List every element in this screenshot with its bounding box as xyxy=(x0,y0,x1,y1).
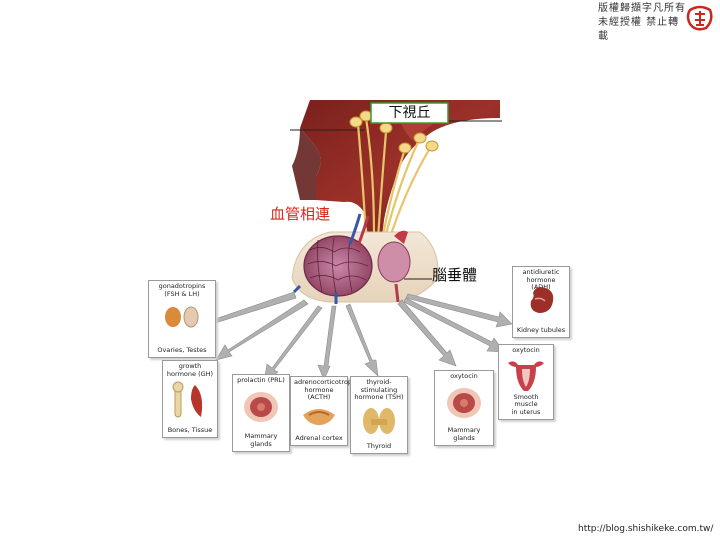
hypothalamus-label: 下視丘 xyxy=(388,105,431,121)
kidney-icon xyxy=(530,287,554,313)
card-title-line: prolactin (PRL) xyxy=(237,376,285,384)
arrow-to-adh xyxy=(405,293,513,328)
card-foot-line: Smooth muscle xyxy=(513,392,539,408)
card-title: thyroid- stimulating hormone (TSH) xyxy=(354,378,404,402)
hypothalamus-label-box xyxy=(370,102,449,124)
ovaries-testes-icon xyxy=(165,306,199,328)
card-title-line: hormone (ADH) xyxy=(526,275,556,291)
card-title: oxytocin xyxy=(438,372,490,381)
bone-muscle-icon xyxy=(172,381,203,418)
card-target-label: Mammary glands xyxy=(438,426,490,442)
card-foot-line: Mammary xyxy=(447,426,481,434)
card-title-line: gonadotropins xyxy=(158,282,206,290)
card-title-line: hormone (ACTH) xyxy=(304,385,334,401)
card-foot-line: glands xyxy=(250,439,272,448)
card-gonadotropins: gonadotropins (FSH & LH) Ovaries, Testes xyxy=(148,280,216,358)
seal-stamp-icon xyxy=(686,5,713,31)
arrow-to-oxytocin xyxy=(397,299,457,367)
watermark-line-2: 未經授權 禁止轉載 xyxy=(598,17,680,42)
card-title: oxytocin xyxy=(502,346,550,355)
card-title-line: adrenocorticotropic xyxy=(294,378,358,386)
card-title: antidiuretic hormone (ADH) xyxy=(516,268,566,292)
hormone-arrows xyxy=(197,291,513,383)
arrow-to-growth-hormone xyxy=(215,299,309,361)
card-title-line: hormone (GH) xyxy=(166,369,214,378)
card-growth-hormone: growth hormone (GH) Bones, Tissue xyxy=(162,360,218,438)
anterior-pituitary xyxy=(303,235,373,297)
card-target-label: Adrenal cortex xyxy=(295,433,343,442)
source-url: http://blog.shishikeke.com.tw/ xyxy=(578,524,714,534)
card-target-label: Kidney tubules xyxy=(516,325,566,334)
card-title-line: oxytocin xyxy=(512,346,540,354)
watermark-text: 版權歸擷字凡所有 未經授權 禁止轉載 xyxy=(598,2,688,44)
card-title-line: oxytocin xyxy=(450,372,478,380)
posterior-pituitary xyxy=(377,230,411,283)
card-target-label: Thyroid xyxy=(366,441,392,450)
thyroid-icon xyxy=(363,408,395,434)
neuron-cell-bodies xyxy=(349,110,439,154)
adrenal-cortex-icon xyxy=(303,409,335,425)
mammary-gland-icon xyxy=(447,388,481,418)
card-oxytocin-uterus: oxytocin Smooth muscle in uterus xyxy=(498,344,554,420)
card-target-label: Smooth muscle in uterus xyxy=(502,392,550,417)
card-title: growth hormone (GH) xyxy=(166,362,214,378)
arrow-to-tsh xyxy=(345,303,379,377)
card-title-line: hormone (TSH) xyxy=(354,393,404,401)
card-foot-line: in uterus xyxy=(511,407,541,416)
portal-vessels-label: 血管相連 xyxy=(270,205,331,223)
card-title: gonadotropins (FSH & LH) xyxy=(152,282,212,298)
card-title: prolactin (PRL) xyxy=(236,376,286,385)
card-prolactin: prolactin (PRL) Mammary glands xyxy=(232,374,290,452)
card-target-label: Ovaries, Testes xyxy=(157,345,207,354)
card-title-line: antidiuretic xyxy=(522,268,560,276)
card-title: adrenocorticotropic hormone (ACTH) xyxy=(294,378,358,402)
card-foot-line: glands xyxy=(453,433,475,442)
watermark-line-1: 版權歸擷字凡所有 xyxy=(598,3,686,14)
card-target-label: Mammary glands xyxy=(236,432,286,448)
card-oxytocin-mammary: oxytocin Mammary glands xyxy=(434,370,494,446)
neurosecretory-cells xyxy=(356,117,431,245)
mammary-gland-icon xyxy=(244,392,278,422)
card-title-line: thyroid- xyxy=(366,378,392,386)
uterus-icon xyxy=(508,361,544,391)
card-title-line: stimulating xyxy=(360,385,398,394)
pituitary-label: 腦垂體 xyxy=(432,266,478,284)
card-foot-line: Mammary xyxy=(244,432,278,440)
card-target-label: Bones, Tissue xyxy=(167,425,213,434)
card-title-line: (FSH & LH) xyxy=(164,289,200,298)
portal-vessels xyxy=(292,213,400,304)
arrow-to-prolactin xyxy=(263,305,323,383)
card-adh: antidiuretic hormone (ADH) Kidney tubule… xyxy=(512,266,570,338)
card-acth: adrenocorticotropic hormone (ACTH) Adren… xyxy=(290,376,358,446)
card-tsh: thyroid- stimulating hormone (TSH) Thyro… xyxy=(350,376,408,454)
arrow-to-acth xyxy=(317,305,337,381)
card-title-line: growth xyxy=(178,362,202,370)
